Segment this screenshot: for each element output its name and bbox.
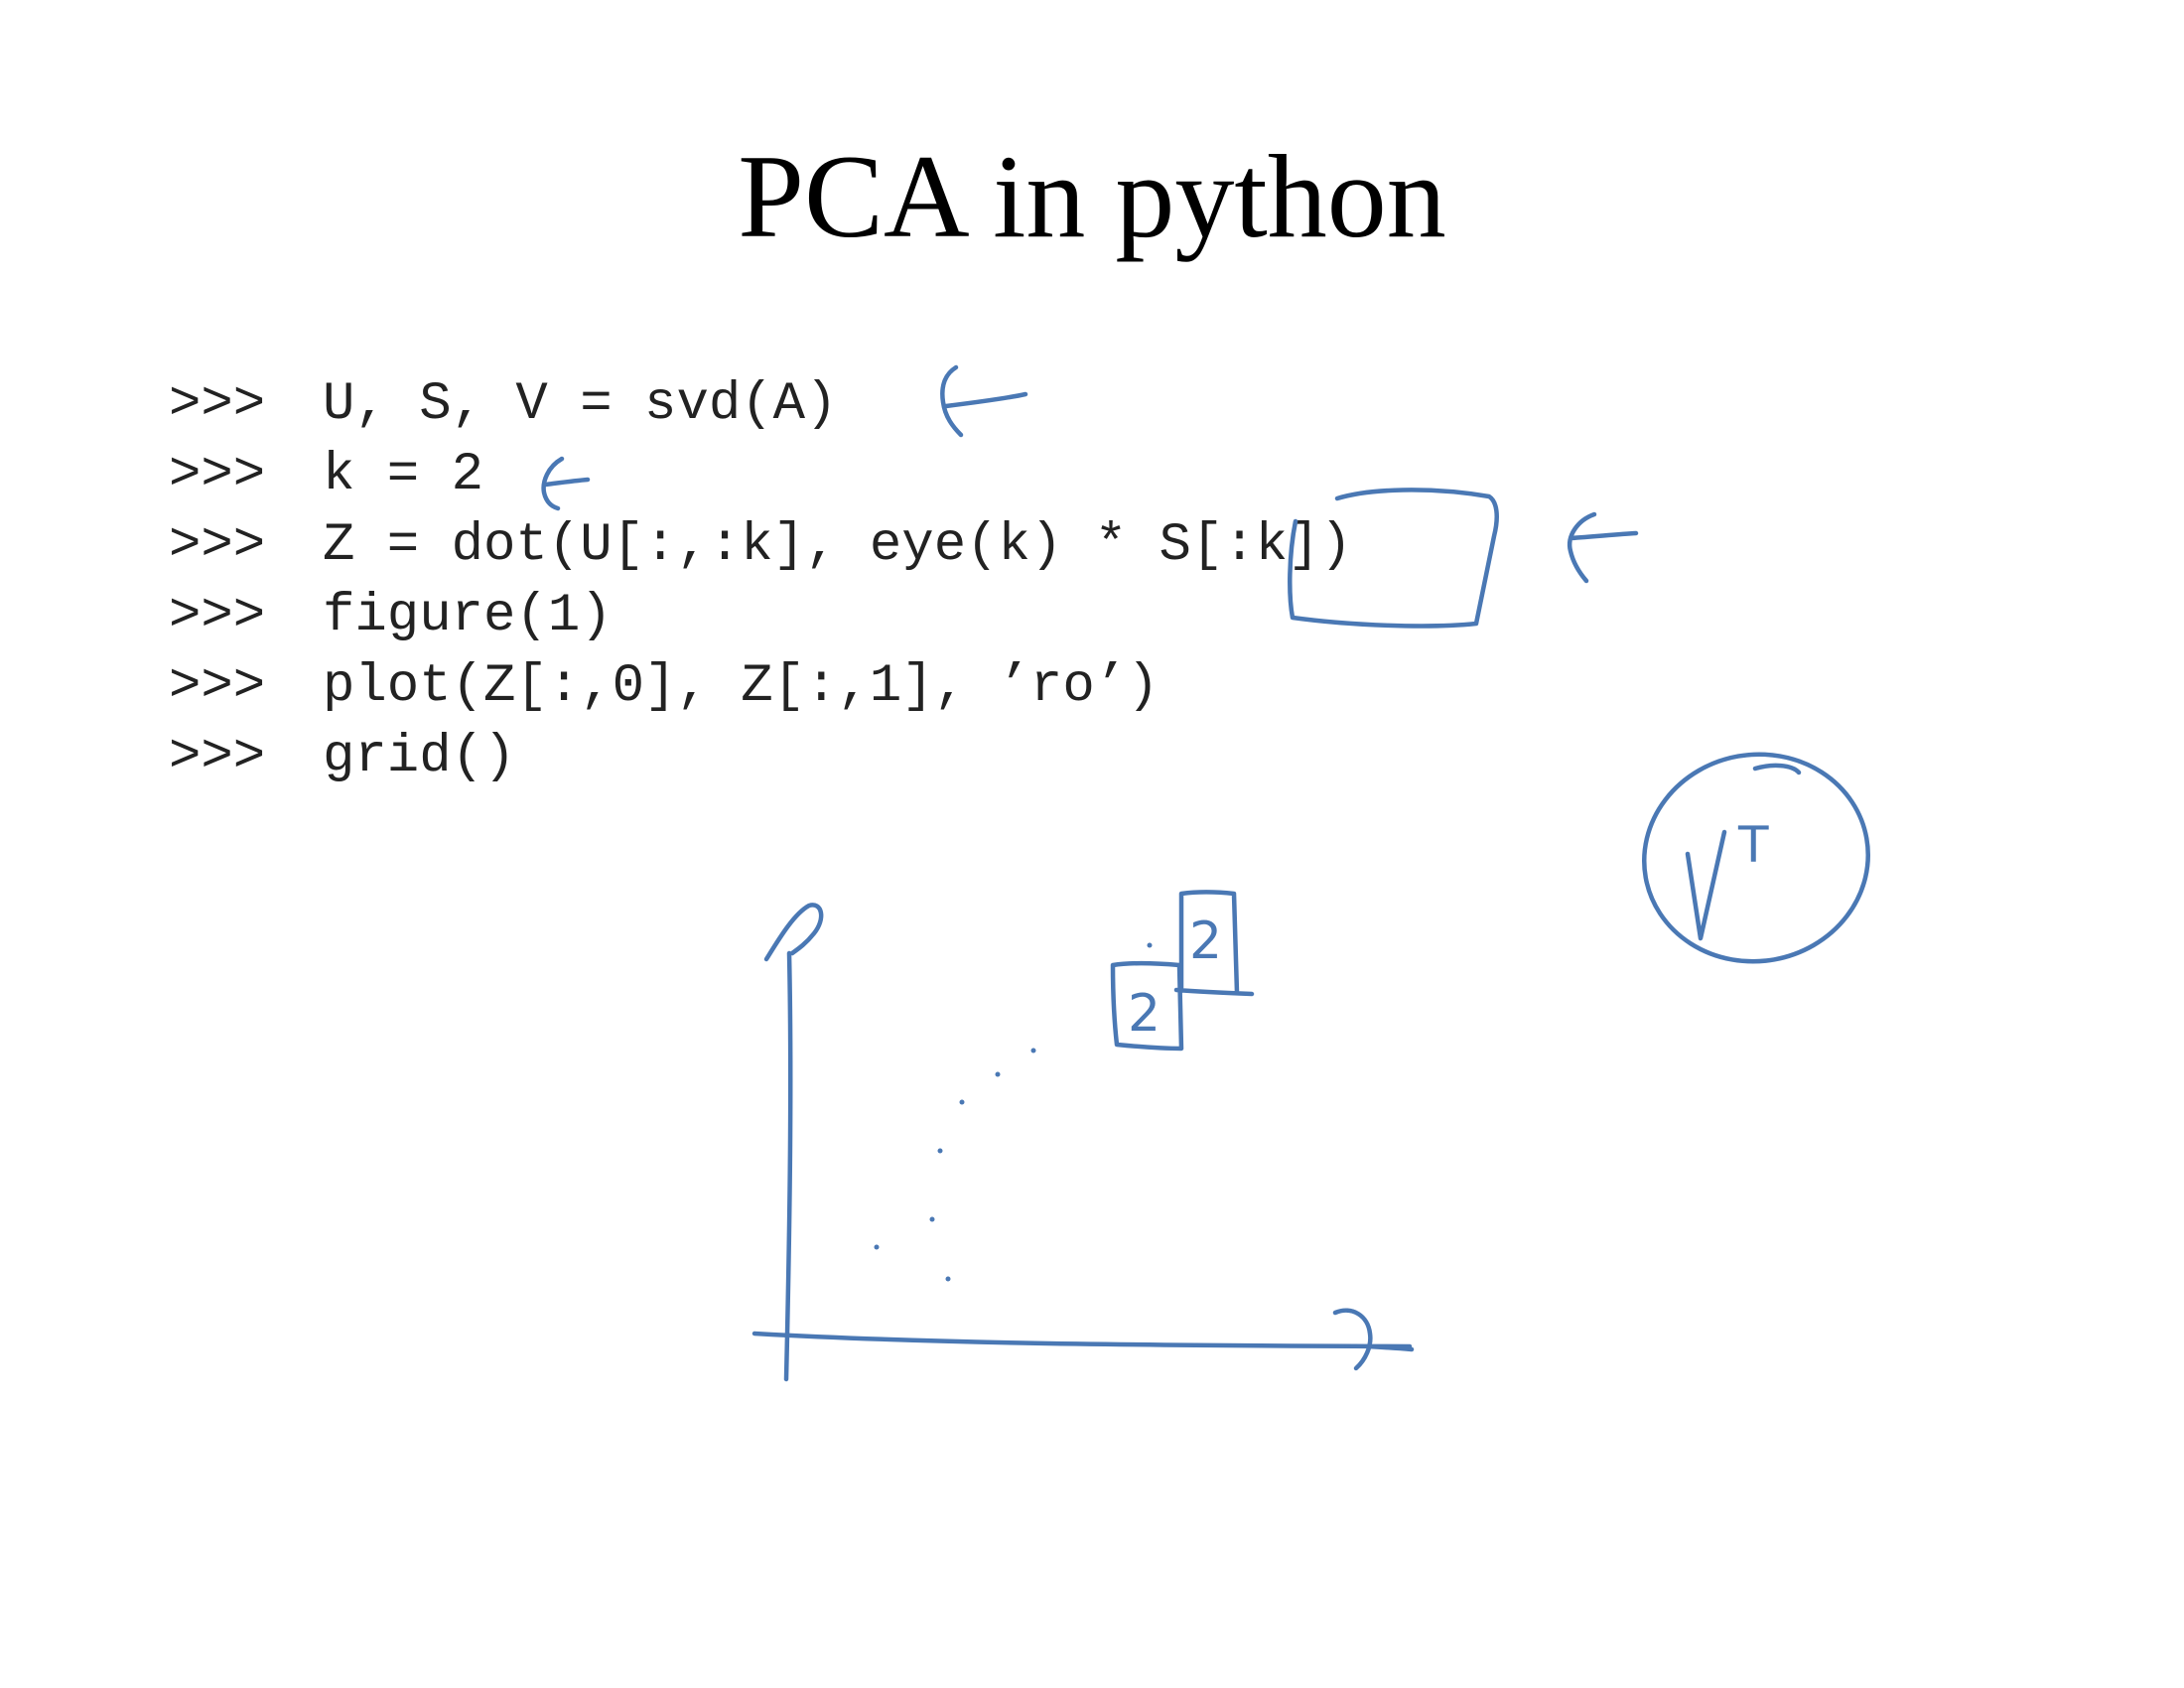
sketch-y-axis-arrowhead bbox=[763, 903, 824, 962]
code-line: >>> k = 2 bbox=[169, 440, 1352, 510]
code-line: >>> U, S, V = svd(A) bbox=[169, 369, 1352, 440]
handwritten-note-superscript: T bbox=[1737, 816, 1769, 874]
code-line: >>> grid() bbox=[169, 722, 1352, 792]
code-text: grid() bbox=[323, 727, 516, 787]
handwritten-note-text: V bbox=[1688, 937, 1689, 939]
code-prompt: >>> bbox=[169, 727, 266, 787]
code-line: >>> Z = dot(U[:,:k], eye(k) * S[:k]) bbox=[169, 510, 1352, 581]
code-text: U, S, V = svd(A) bbox=[323, 374, 838, 435]
sketch-point bbox=[995, 1071, 1001, 1077]
sketch-y-axis bbox=[783, 950, 793, 1382]
code-text: figure(1) bbox=[323, 586, 613, 646]
v-letter-stroke bbox=[1685, 829, 1727, 941]
sketch-box-label-2: 2 bbox=[1189, 912, 1222, 971]
sketch-point bbox=[874, 1244, 880, 1250]
code-line: >>> plot(Z[:,0], Z[:,1], ’ro’) bbox=[169, 651, 1352, 722]
code-line: >>> figure(1) bbox=[169, 581, 1352, 651]
slide-title: PCA in python bbox=[738, 130, 1446, 262]
code-prompt: >>> bbox=[169, 445, 266, 505]
circled-note-tail bbox=[1752, 763, 1802, 775]
circled-note bbox=[1642, 752, 1870, 964]
code-prompt: >>> bbox=[169, 656, 266, 717]
sketch-box-2 bbox=[1173, 890, 1255, 997]
sketch-x-axis-arrowhead bbox=[1332, 1308, 1415, 1371]
sketch-point bbox=[929, 1216, 935, 1222]
code-text: plot(Z[:,0], Z[:,1], ’ro’) bbox=[323, 656, 1160, 717]
code-block: >>> U, S, V = svd(A) >>> k = 2 >>> Z = dot(… bbox=[169, 369, 1352, 792]
sketch-point bbox=[1030, 1048, 1036, 1054]
sketch-point bbox=[1147, 942, 1153, 948]
arrow-annotation-line-3 bbox=[1567, 511, 1639, 584]
sketch-point bbox=[945, 1276, 951, 1282]
code-prompt: >>> bbox=[169, 586, 266, 646]
code-text: Z = dot(U[:,:k], eye(k) * S[:k]) bbox=[323, 515, 1352, 576]
sketch-box-1 bbox=[1110, 960, 1184, 1052]
code-text: k = 2 bbox=[323, 445, 484, 505]
code-prompt: >>> bbox=[169, 374, 266, 435]
sketch-point bbox=[959, 1099, 965, 1105]
sketch-x-axis bbox=[751, 1331, 1413, 1349]
code-prompt: >>> bbox=[169, 515, 266, 576]
sketch-box-label-1: 2 bbox=[1128, 984, 1160, 1044]
sketch-point bbox=[937, 1148, 943, 1154]
